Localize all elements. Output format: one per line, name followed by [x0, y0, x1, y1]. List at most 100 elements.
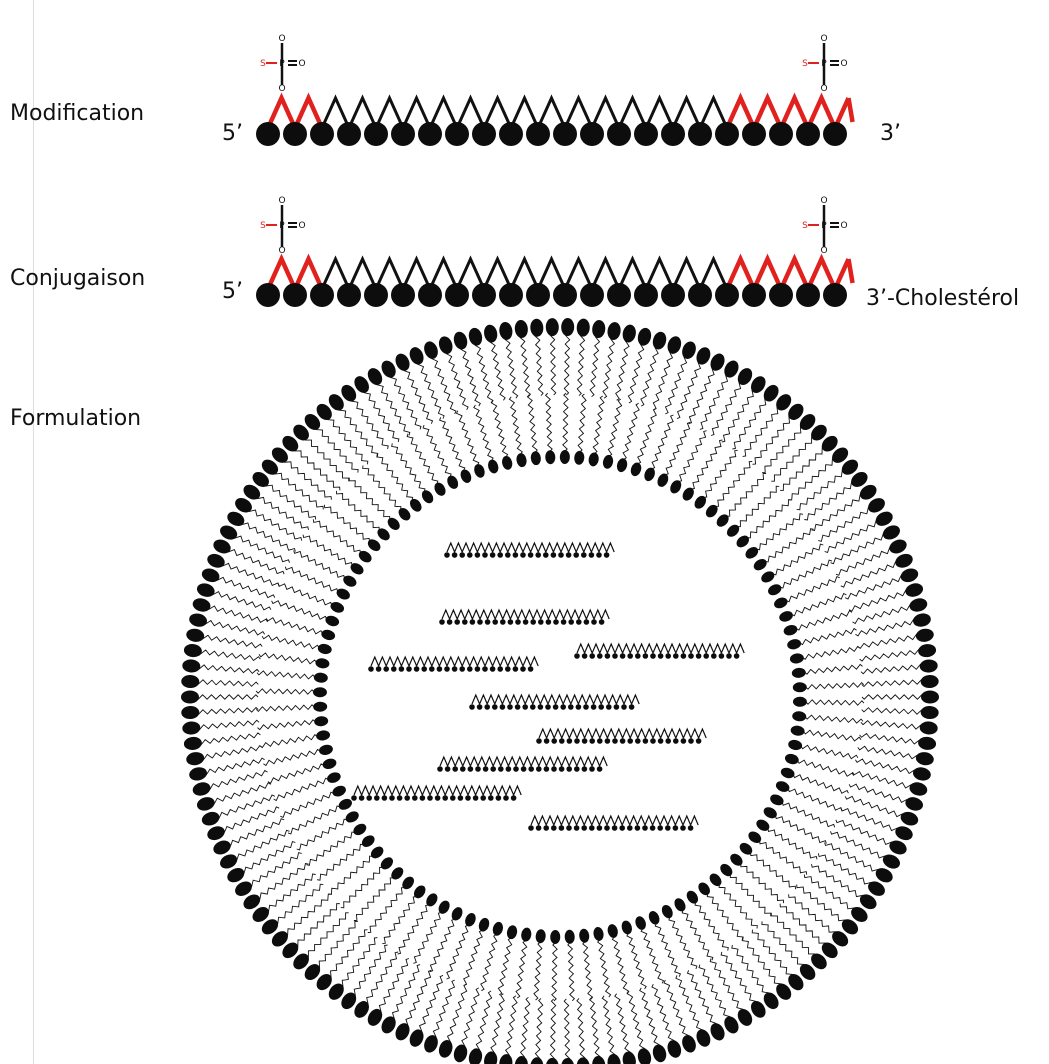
mini-bead — [482, 766, 489, 772]
mini-bead — [589, 653, 595, 659]
lipid-tail-outer — [221, 562, 280, 586]
lipid-head-outer — [920, 675, 939, 689]
lipid-head-outer — [763, 992, 779, 1010]
mini-bead — [467, 552, 473, 558]
mini-bead — [406, 666, 412, 672]
lipid-tail-inner — [803, 729, 862, 742]
lipid-head-outer — [788, 974, 804, 991]
lipid-head-inner — [753, 558, 767, 571]
lipid-tail-outer — [432, 979, 456, 1039]
mini-bead — [598, 619, 605, 625]
mini-bead — [687, 825, 694, 831]
lipid-tail-outer — [305, 912, 349, 958]
backbone-link — [698, 94, 729, 129]
oxygen-top: O — [820, 196, 827, 206]
lipid-head-outer — [181, 674, 200, 688]
lipid-head-inner — [763, 807, 777, 819]
lipid-tail-outer — [857, 745, 920, 760]
backbone-link — [724, 253, 757, 290]
lipid-tail-inner — [791, 592, 847, 617]
lipid-head-outer — [484, 324, 498, 343]
phosphorus: P — [821, 221, 827, 231]
lipid-tail-inner — [626, 933, 647, 990]
nucleotide-bead — [283, 122, 307, 146]
mini-bead — [374, 795, 380, 801]
lipid-tail-inner — [353, 877, 394, 921]
lipid-head-outer — [667, 1040, 682, 1058]
mini-bead — [695, 653, 702, 659]
lipid-head-outer — [900, 568, 919, 583]
lipid-head-inner — [413, 885, 426, 899]
lipid-head-outer — [252, 907, 269, 922]
lipid-head-inner — [460, 469, 472, 483]
mini-bead — [673, 738, 679, 744]
lipid-tail-outer — [840, 561, 899, 588]
lipid-tail-inner — [804, 714, 864, 724]
lipid-tail-outer — [195, 694, 259, 700]
mini-bead — [657, 825, 663, 831]
lipid-head-inner — [550, 930, 561, 945]
lipid-tail-outer — [200, 744, 263, 761]
lipid-tail-inner — [582, 941, 594, 1000]
mini-bead — [398, 666, 405, 672]
lipid-head-outer — [592, 1055, 606, 1064]
lipid-tail-outer — [761, 921, 805, 968]
lipid-head-outer — [799, 414, 816, 431]
lipid-tail-inner — [577, 393, 587, 453]
backbone-link — [401, 94, 432, 129]
mini-bead — [574, 766, 580, 772]
lipid-tail-outer — [675, 975, 703, 1033]
backbone-link — [644, 94, 675, 129]
lipid-tail-inner — [750, 852, 796, 890]
modification-label: Modification — [10, 101, 145, 126]
lipid-tail-outer — [762, 426, 804, 474]
mini-bead — [530, 619, 536, 625]
lipid-head-outer — [424, 341, 438, 359]
lipid-head-outer — [851, 472, 868, 487]
lipid-head-inner — [330, 602, 345, 613]
mini-bead — [596, 825, 603, 831]
lipid-head-inner — [720, 863, 733, 877]
lipid-head-outer — [304, 413, 321, 430]
backbone-link — [374, 255, 405, 290]
lipid-head-inner — [478, 917, 490, 932]
lipid-tail-outer — [614, 993, 631, 1055]
lipid-head-outer — [183, 644, 202, 658]
mini-bead — [528, 766, 534, 772]
mini-bead — [590, 704, 597, 710]
lipid-tail-outer — [601, 995, 616, 1058]
lipid-tail-outer — [698, 964, 731, 1020]
mini-bead — [673, 653, 679, 659]
mini-bead — [537, 704, 544, 710]
lipid-tail-outer — [699, 373, 729, 430]
mini-bead — [467, 666, 473, 672]
mini-bead — [543, 766, 550, 772]
lipid-tail-outer — [327, 929, 368, 978]
lipid-head-outer — [821, 435, 838, 452]
lipid-tail-inner — [429, 918, 455, 973]
lipid-tail-inner — [665, 421, 691, 476]
lipid-head-inner — [447, 475, 459, 489]
mini-bead — [427, 795, 433, 801]
lipid-head-inner — [682, 487, 694, 501]
lipid-head-inner — [789, 653, 804, 664]
lipid-head-inner — [521, 927, 532, 942]
mini-bead — [510, 795, 517, 801]
lipid-head-outer — [895, 826, 913, 841]
mini-bead — [589, 766, 595, 772]
lipid-tail-inner — [703, 449, 738, 498]
backbone-link — [292, 92, 325, 129]
lipid-head-outer — [484, 1051, 498, 1064]
lipid-head-outer — [453, 331, 468, 350]
lipid-tail-inner — [786, 576, 840, 603]
lipid-head-inner — [716, 514, 729, 527]
lipid-head-outer — [395, 353, 410, 371]
lipid-head-inner — [474, 464, 485, 478]
mini-bead — [454, 619, 461, 625]
mini-bead — [581, 653, 588, 659]
mini-bead — [634, 825, 641, 831]
lipid-head-outer — [189, 767, 208, 781]
backbone-link — [536, 94, 567, 129]
lipid-tail-outer — [651, 983, 675, 1044]
mini-backbone — [446, 541, 615, 554]
